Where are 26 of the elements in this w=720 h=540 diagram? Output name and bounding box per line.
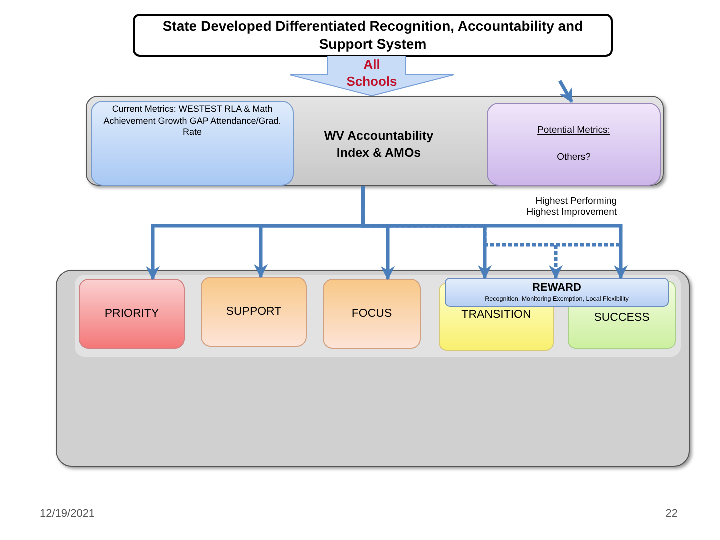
metrics-panel: [86, 96, 664, 186]
node-text: SUCCESS: [593, 311, 651, 326]
node-text: All Schools: [346, 57, 398, 91]
node-text: PRIORITY: [104, 306, 160, 322]
school-category-panel: [56, 270, 690, 467]
node-text: WV Accountability Index & AMOs: [323, 128, 435, 161]
node-text: TRANSITION: [460, 308, 532, 323]
node-text: Current Metrics: WESTEST RLA & Math Achievement Growth GAP Attendance/Grad. Rate: [102, 104, 282, 140]
page-number: 22: [664, 508, 678, 520]
node-text: State Developed Differentiated Recognition, Accountability and Support System: [162, 18, 584, 53]
metrics-box: [91, 101, 294, 186]
down-arrow-shape: [290, 56, 454, 96]
node-text: REWARD: [532, 281, 582, 296]
node-text: FOCUS: [350, 306, 394, 322]
arrow: [558, 80, 574, 104]
box-heading: Potential Metrics:: [536, 125, 612, 138]
category-box: [201, 277, 307, 347]
node-text: Others?: [556, 152, 592, 164]
category-box: [79, 279, 185, 349]
node-text: SUPPORT: [225, 304, 283, 320]
note-text: Highest Performing Highest Improvement: [526, 196, 617, 218]
reward-banner: [445, 278, 669, 307]
date-text: 12/19/2021: [40, 508, 96, 520]
title-box: [133, 14, 613, 57]
metrics-box: [487, 103, 661, 186]
category-box: [323, 279, 421, 349]
